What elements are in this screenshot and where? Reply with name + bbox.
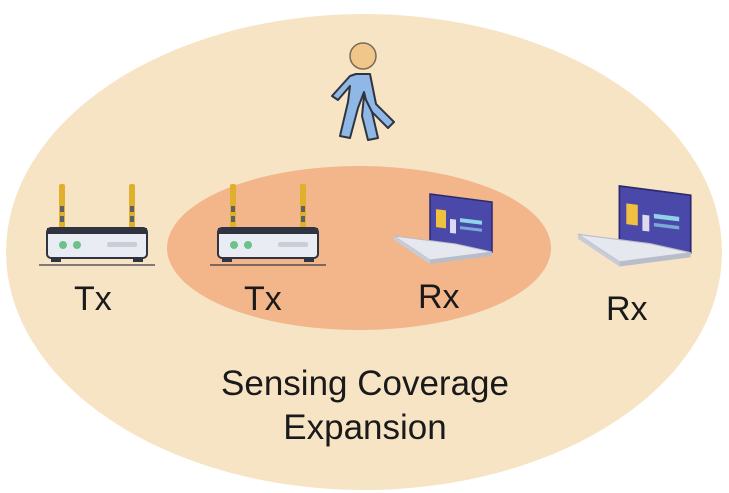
- caption-line-2: Expansion: [283, 408, 447, 447]
- coverage-caption: Sensing Coverage Expansion: [155, 362, 575, 450]
- outer-tx-label: Tx: [74, 280, 112, 318]
- caption-line-1: Sensing Coverage: [221, 364, 509, 403]
- outer-rx-label: Rx: [606, 290, 648, 328]
- inner-tx-label: Tx: [244, 280, 282, 318]
- inner-rx-label: Rx: [418, 278, 460, 316]
- walking-person-icon: [331, 42, 395, 141]
